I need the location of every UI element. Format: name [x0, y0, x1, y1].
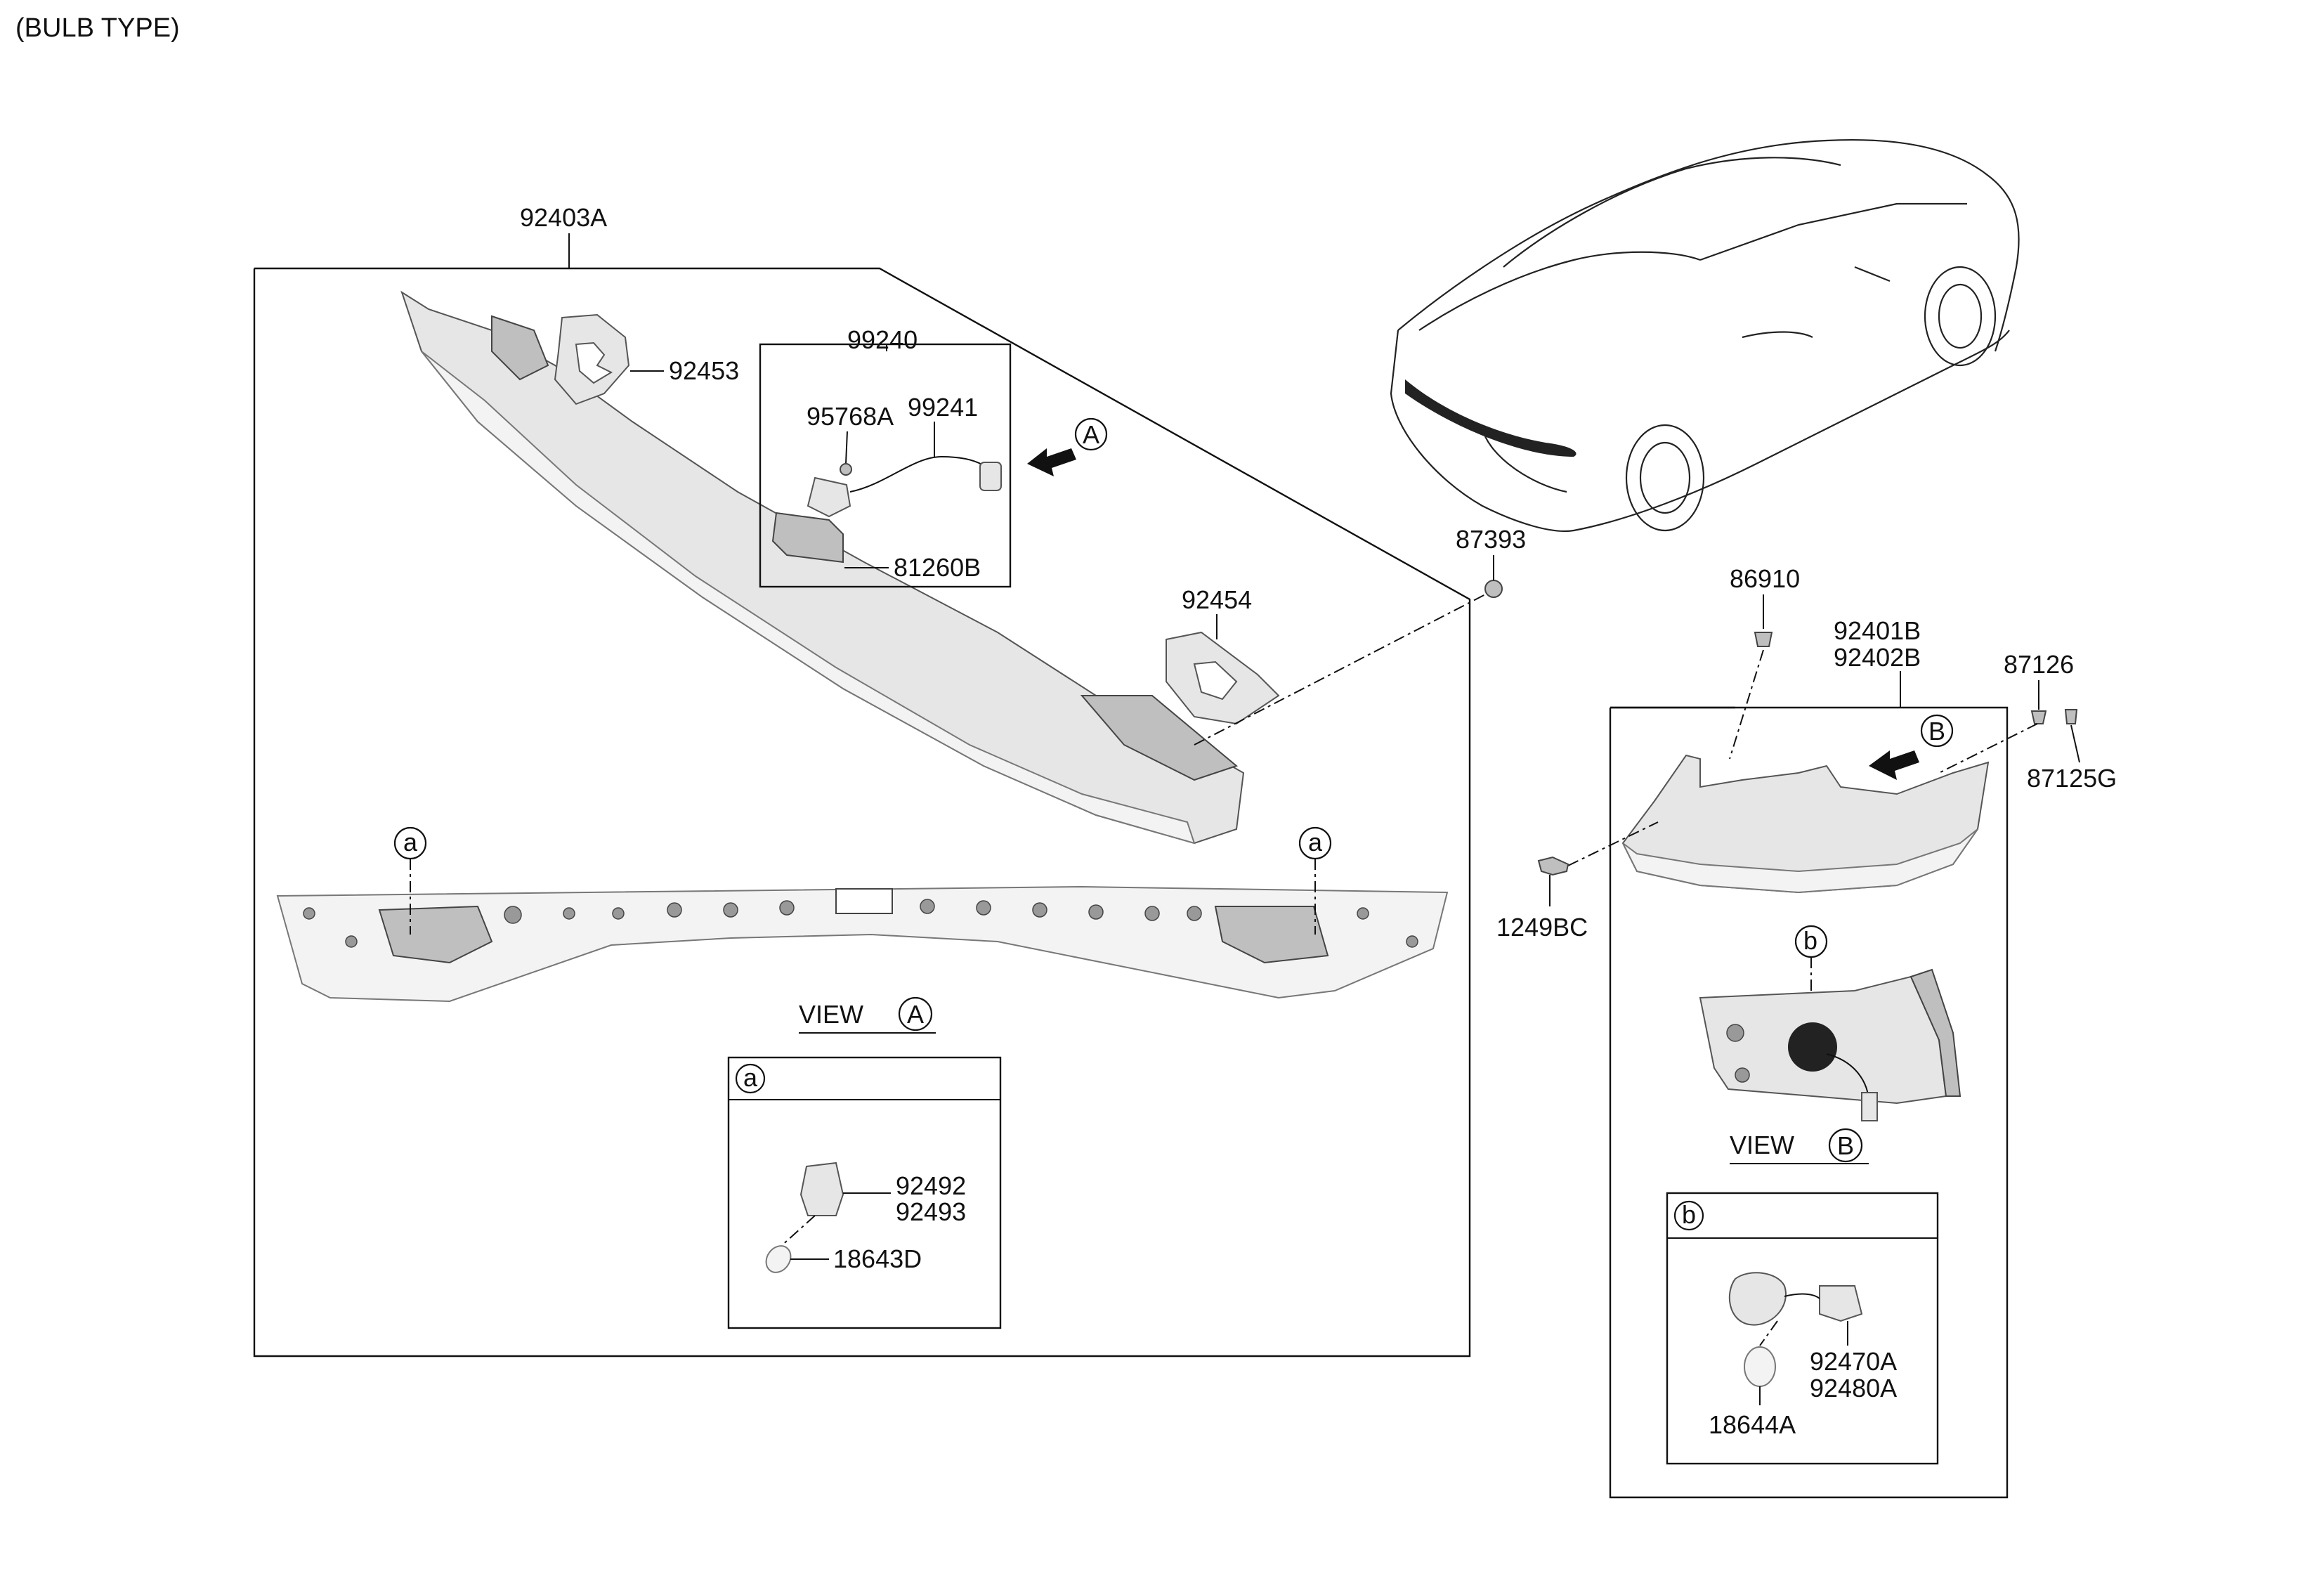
gasket-92454: 92454	[1166, 585, 1280, 725]
arrow-B-letter: B	[1928, 717, 1945, 746]
detail-b-box: b 92470A 92480A 18644A	[1666, 1192, 1939, 1465]
side-lamp-box: 92401B 92402B	[1609, 616, 2009, 1499]
label-92402B: 92402B	[1834, 643, 1921, 672]
label-99240: 99240	[847, 325, 918, 354]
detail-a-letter: a	[743, 1063, 758, 1092]
label-18644A: 18644A	[1709, 1410, 1796, 1439]
label-99241: 99241	[908, 393, 978, 422]
vehicle-illustration	[1390, 138, 2020, 532]
label-81260B: 81260B	[894, 553, 981, 582]
label-92493: 92493	[896, 1197, 966, 1226]
diagram-title: (BULB TYPE)	[15, 13, 180, 43]
label-92403A: 92403A	[520, 203, 607, 232]
arrow-A-letter: A	[1083, 420, 1099, 449]
label-86910: 86910	[1730, 564, 1800, 593]
label-95768A: 95768A	[807, 402, 894, 431]
side-lamp-assembly	[1621, 754, 1990, 894]
callout-a-left: a	[403, 828, 418, 857]
label-18643D: 18643D	[833, 1244, 922, 1273]
label-87393: 87393	[1456, 525, 1526, 554]
view-B-text: VIEW	[1730, 1131, 1794, 1159]
arrow-B-callout: B	[1869, 714, 1954, 780]
view-A-letter: A	[907, 1000, 924, 1029]
license-lamp-box-99240: 99240 95768A 99241 81260B	[759, 325, 1012, 588]
callout-b: b	[1803, 926, 1817, 955]
label-1249BC: 1249BC	[1496, 913, 1588, 942]
nut-87393: 87393	[1456, 525, 1526, 598]
gasket-92453: 92453	[554, 313, 739, 405]
view-B-lamp-rear: b	[1699, 925, 1961, 1121]
main-assembly-box: 92403A	[253, 203, 1471, 1358]
label-92454: 92454	[1182, 585, 1252, 614]
view-B-label: VIEW B	[1730, 1128, 1869, 1164]
detail-b-letter: b	[1682, 1200, 1696, 1229]
callout-a-right: a	[1308, 828, 1323, 857]
label-92470A: 92470A	[1810, 1347, 1897, 1376]
label-87126: 87126	[2004, 650, 2074, 679]
clip-87125G: 87125G	[1938, 709, 2117, 793]
center-garnish-lamp	[400, 290, 1245, 845]
screw-1249BC: 1249BC	[1496, 821, 1659, 942]
view-A-text: VIEW	[799, 1000, 863, 1029]
label-92492: 92492	[896, 1171, 966, 1200]
view-A-label: VIEW A	[799, 996, 936, 1034]
clip-87126: 87126	[2004, 650, 2074, 724]
view-B-letter: B	[1837, 1131, 1854, 1160]
label-92480A: 92480A	[1810, 1374, 1897, 1402]
arrow-A-callout: A	[1027, 417, 1108, 476]
label-87125G: 87125G	[2027, 764, 2117, 793]
detail-a-box: a 92492 92493 18643D	[727, 1056, 1002, 1329]
clip-86910: 86910	[1729, 564, 1800, 760]
label-92453: 92453	[669, 356, 739, 385]
view-A-lamp-rear: a a	[276, 826, 1449, 1003]
label-92401B: 92401B	[1834, 616, 1921, 645]
